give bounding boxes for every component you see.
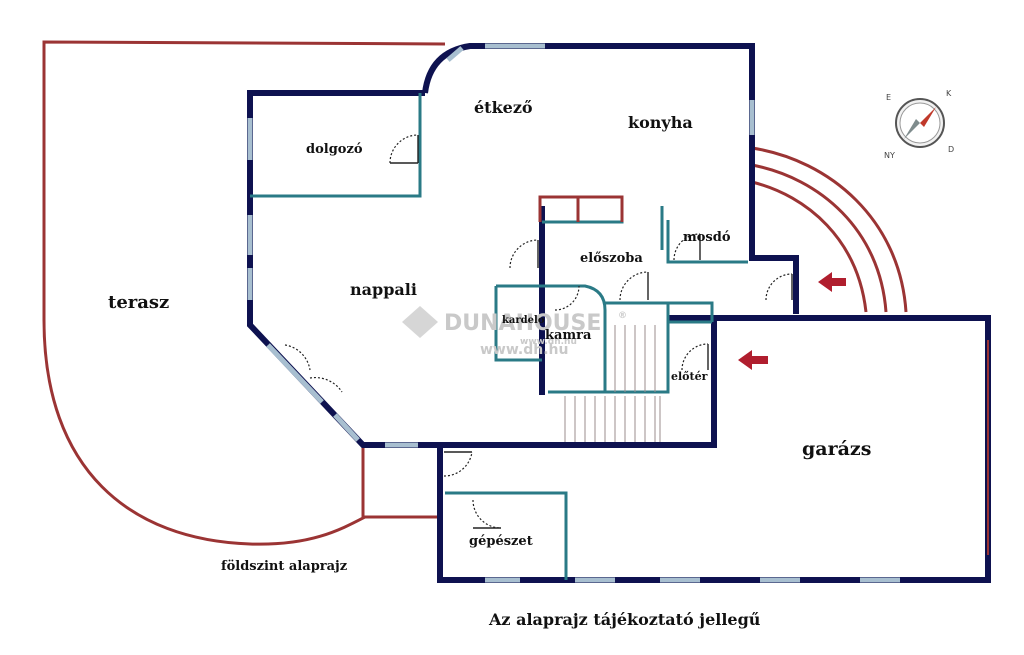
room-label-terasz: terasz (108, 292, 169, 313)
room-label-kardelo: kardelo (502, 315, 545, 326)
outer-walls (247, 43, 991, 583)
closet-top (538, 195, 624, 222)
arrow-icon (738, 272, 846, 370)
windows (247, 43, 989, 583)
room-label-eloter: előtér (671, 370, 708, 383)
watermark-registered: ® (618, 311, 627, 321)
room-label-eloszoba: előszoba (580, 251, 643, 266)
watermark-site: www.dh.hu (480, 342, 568, 358)
room-label-etkezo: étkező (474, 98, 533, 117)
room-label-mosdo: mosdó (683, 230, 731, 245)
compass-k: K (946, 89, 952, 98)
terrace-outline (42, 40, 446, 546)
inner-walls (250, 93, 748, 580)
compass-ny: NY (884, 151, 895, 160)
room-label-dolgozo: dolgozó (306, 142, 363, 157)
room-label-nappali: nappali (350, 280, 417, 299)
compass-icon: E K D NY (884, 89, 954, 160)
watermark-site-small: www.dh.hu (520, 337, 577, 347)
compass-e: E (886, 93, 891, 102)
room-label-kamra: kamra (545, 328, 592, 343)
watermark: DUNAHOUSE ® www.dh.hu www.dh.hu (402, 306, 627, 358)
door-swings (284, 134, 793, 529)
stairs (564, 325, 661, 442)
room-label-konyha: konyha (628, 113, 693, 132)
floor-caption: földszint alaprajz (221, 559, 347, 574)
entrance-steps (751, 146, 908, 313)
compass-d: D (948, 145, 954, 154)
room-label-garazs: garázs (802, 438, 871, 460)
room-label-gepeszet: gépészet (469, 534, 533, 549)
watermark-brand: DUNAHOUSE (444, 311, 601, 336)
disclaimer-caption: Az alaprajz tájékoztató jellegű (488, 610, 761, 629)
door-leaves (390, 135, 793, 529)
